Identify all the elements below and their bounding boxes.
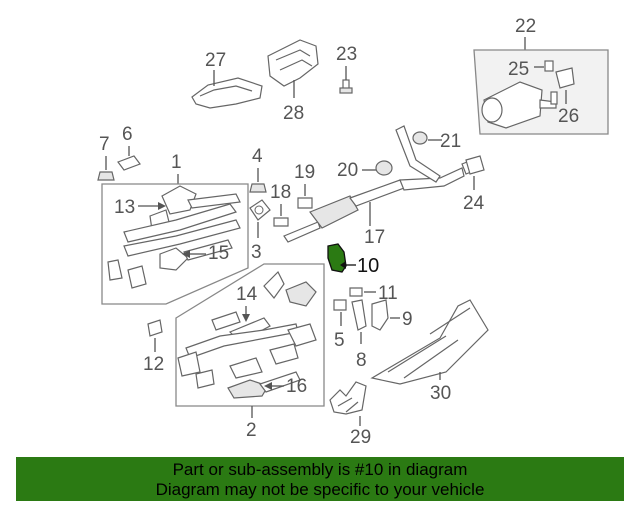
- part-6-gasket: 6: [117, 124, 141, 171]
- part-12-bolt: 12: [143, 319, 164, 375]
- callout-22: 22: [515, 16, 536, 37]
- part-21-clip: 21: [412, 131, 461, 152]
- part-20-gasket: 20: [337, 160, 393, 181]
- part-19-bolt: 19: [294, 162, 315, 209]
- callout-8: 8: [356, 350, 367, 371]
- callout-4: 4: [252, 146, 263, 167]
- callout-14: 14: [236, 284, 258, 305]
- callout-20: 20: [337, 160, 358, 181]
- exhaust-parts-diagram: 27 28 23 22 25 26 7 6: [97, 16, 609, 448]
- callout-26: 26: [558, 106, 579, 127]
- callout-29: 29: [350, 427, 371, 448]
- part-28-heat-shield: 28: [267, 39, 319, 124]
- callout-25: 25: [508, 59, 529, 80]
- callout-5: 5: [334, 330, 345, 351]
- callout-11: 11: [378, 283, 398, 304]
- part-3-gasket: 3: [249, 199, 271, 263]
- notice-line-1: Part or sub-assembly is #10 in diagram: [172, 460, 468, 479]
- callout-12: 12: [143, 354, 164, 375]
- callout-18: 18: [270, 182, 291, 203]
- part-30-under-cover: 30: [370, 299, 489, 404]
- callout-21: 21: [440, 131, 461, 152]
- callout-15: 15: [208, 243, 229, 264]
- part-22-muffler-assembly: 22 25 26: [473, 16, 609, 135]
- part-23-bolt: 23: [336, 44, 357, 94]
- part-8-bracket: 8: [351, 299, 367, 371]
- notice-line-2: Diagram may not be specific to your vehi…: [155, 480, 485, 499]
- callout-3: 3: [251, 242, 262, 263]
- fitment-notice-banner: Part or sub-assembly is #10 in diagram D…: [16, 457, 624, 501]
- part-11-bolt: 11: [349, 283, 398, 304]
- callout-6: 6: [122, 124, 133, 145]
- callout-9: 9: [402, 309, 413, 330]
- part-2-rear-pipe-assembly: 14 16 2: [175, 263, 325, 441]
- callout-24: 24: [463, 193, 485, 214]
- part-10-bracket-highlighted: 10: [327, 243, 379, 277]
- callout-27: 27: [205, 50, 226, 71]
- callout-23: 23: [336, 44, 357, 65]
- callout-2: 2: [246, 420, 257, 441]
- callout-17: 17: [364, 227, 385, 248]
- callout-7: 7: [99, 134, 110, 155]
- callout-16: 16: [286, 376, 307, 397]
- callout-13: 13: [114, 197, 135, 218]
- callout-10: 10: [357, 255, 379, 277]
- callout-1: 1: [171, 152, 182, 173]
- part-24-gasket: 24: [463, 155, 485, 214]
- callout-19: 19: [294, 162, 315, 183]
- part-9-bracket: 9: [371, 299, 413, 331]
- part-1-front-pipe-assembly: 1 13 15: [101, 152, 249, 305]
- part-18-bolt: 18: [270, 182, 291, 227]
- callout-28: 28: [283, 103, 304, 124]
- part-17-center-pipe: 17: [283, 125, 477, 248]
- part-7-nut: 7: [97, 134, 115, 181]
- part-5-bolt: 5: [333, 299, 347, 351]
- part-29-bracket: 29: [329, 381, 371, 448]
- callout-30: 30: [430, 383, 451, 404]
- part-27-heat-shield: 27: [191, 50, 263, 109]
- part-4-nut: 4: [249, 146, 267, 193]
